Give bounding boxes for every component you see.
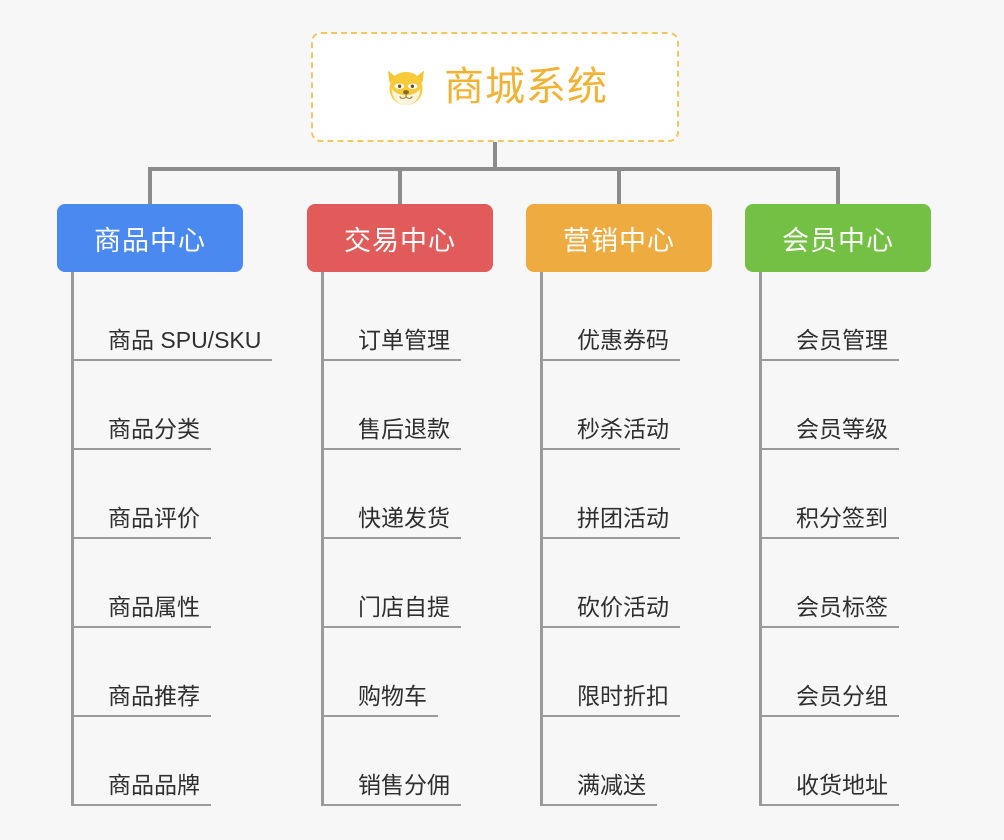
root-title: 商城系统 [444, 65, 608, 109]
column-product-center: 商品中心商品 SPU/SKU 商品分类商品评价商品属性商品推荐商品品牌 [57, 204, 272, 806]
leaf-underline [543, 626, 680, 628]
leaf-underline [324, 359, 461, 361]
shiba-dog-face-icon [388, 70, 424, 105]
leaf-item[interactable]: 会员标签 [762, 539, 931, 628]
leaf-list-member-center: 会员管理会员等级积分签到会员标签会员分组收货地址 [759, 272, 931, 806]
leaf-item[interactable]: 会员等级 [762, 361, 931, 450]
leaf-label: 会员管理 [796, 326, 888, 353]
leaf-underline [74, 359, 272, 361]
leaf-underline [762, 448, 899, 450]
leaf-underline [324, 448, 461, 450]
leaf-underline [324, 626, 461, 628]
leaf-label: 门店自提 [358, 593, 450, 620]
leaf-underline [762, 626, 899, 628]
column-member-center: 会员中心会员管理会员等级积分签到会员标签会员分组收货地址 [745, 204, 931, 806]
connector-drop-trade-center [398, 167, 402, 204]
leaf-label: 商品属性 [108, 593, 200, 620]
leaf-item[interactable]: 商品品牌 [74, 717, 243, 806]
leaf-item[interactable]: 限时折扣 [543, 628, 712, 717]
leaf-label: 收货地址 [796, 771, 888, 798]
leaf-label: 商品分类 [108, 415, 200, 442]
leaf-item[interactable]: 砍价活动 [543, 539, 712, 628]
leaf-item[interactable]: 满减送 [543, 717, 712, 806]
leaf-underline [543, 359, 680, 361]
category-header-trade-center[interactable]: 交易中心 [307, 204, 493, 272]
leaf-item[interactable]: 积分签到 [762, 450, 931, 539]
connector-stem [493, 142, 497, 170]
leaf-label: 购物车 [358, 682, 427, 709]
leaf-item[interactable]: 快递发货 [324, 450, 493, 539]
leaf-underline [762, 715, 899, 717]
leaf-item[interactable]: 门店自提 [324, 539, 493, 628]
category-label: 会员中心 [782, 225, 894, 256]
leaf-item[interactable]: 会员分组 [762, 628, 931, 717]
leaf-label: 限时折扣 [577, 682, 669, 709]
leaf-underline [74, 448, 211, 450]
connector-drop-marketing-center [617, 167, 621, 204]
leaf-underline [324, 537, 461, 539]
leaf-label: 会员标签 [796, 593, 888, 620]
category-label: 交易中心 [344, 225, 456, 256]
leaf-item[interactable]: 拼团活动 [543, 450, 712, 539]
leaf-item[interactable]: 销售分佣 [324, 717, 493, 806]
leaf-label: 会员分组 [796, 682, 888, 709]
leaf-item[interactable]: 收货地址 [762, 717, 931, 806]
category-label: 商品中心 [94, 225, 206, 256]
leaf-item[interactable]: 购物车 [324, 628, 493, 717]
leaf-item[interactable]: 商品 SPU/SKU [74, 272, 261, 361]
leaf-label: 会员等级 [796, 415, 888, 442]
leaf-list-product-center: 商品 SPU/SKU 商品分类商品评价商品属性商品推荐商品品牌 [71, 272, 272, 806]
leaf-underline [74, 626, 211, 628]
leaf-underline [324, 715, 438, 717]
leaf-underline [74, 537, 211, 539]
connector-drop-member-center [836, 167, 840, 204]
leaf-label: 销售分佣 [358, 771, 450, 798]
leaf-item[interactable]: 售后退款 [324, 361, 493, 450]
leaf-label: 秒杀活动 [577, 415, 669, 442]
leaf-underline [762, 537, 899, 539]
leaf-underline [74, 715, 211, 717]
category-label: 营销中心 [563, 225, 675, 256]
leaf-underline [762, 804, 899, 806]
leaf-item[interactable]: 会员管理 [762, 272, 931, 361]
leaf-label: 售后退款 [358, 415, 450, 442]
connector-drop-product-center [148, 167, 152, 204]
leaf-label: 满减送 [577, 771, 646, 798]
leaf-underline [543, 804, 657, 806]
leaf-item[interactable]: 商品属性 [74, 539, 243, 628]
leaf-label: 商品评价 [108, 504, 200, 531]
leaf-underline [762, 359, 899, 361]
column-marketing-center: 营销中心优惠券码秒杀活动拼团活动砍价活动限时折扣满减送 [526, 204, 712, 806]
category-header-member-center[interactable]: 会员中心 [745, 204, 931, 272]
leaf-item[interactable]: 订单管理 [324, 272, 493, 361]
leaf-list-marketing-center: 优惠券码秒杀活动拼团活动砍价活动限时折扣满减送 [540, 272, 712, 806]
leaf-label: 快递发货 [358, 504, 450, 531]
leaf-label: 积分签到 [796, 504, 888, 531]
leaf-label: 商品 SPU/SKU [108, 326, 262, 353]
category-header-product-center[interactable]: 商品中心 [57, 204, 243, 272]
connector-bus [150, 167, 840, 171]
leaf-item[interactable]: 商品分类 [74, 361, 243, 450]
leaf-label: 优惠券码 [577, 326, 669, 353]
root-node[interactable]: 商城系统 [311, 32, 679, 142]
leaf-item[interactable]: 秒杀活动 [543, 361, 712, 450]
leaf-label: 商品推荐 [108, 682, 200, 709]
category-header-marketing-center[interactable]: 营销中心 [526, 204, 712, 272]
leaf-underline [543, 448, 680, 450]
leaf-underline [543, 715, 680, 717]
leaf-item[interactable]: 商品评价 [74, 450, 243, 539]
column-trade-center: 交易中心订单管理售后退款快递发货门店自提购物车销售分佣 [307, 204, 493, 806]
leaf-label: 商品品牌 [108, 771, 200, 798]
leaf-label: 砍价活动 [577, 593, 669, 620]
leaf-underline [324, 804, 461, 806]
leaf-underline [74, 804, 211, 806]
leaf-label: 拼团活动 [577, 504, 669, 531]
leaf-item[interactable]: 商品推荐 [74, 628, 243, 717]
leaf-label: 订单管理 [358, 326, 450, 353]
leaf-underline [543, 537, 680, 539]
leaf-list-trade-center: 订单管理售后退款快递发货门店自提购物车销售分佣 [321, 272, 493, 806]
leaf-item[interactable]: 优惠券码 [543, 272, 712, 361]
